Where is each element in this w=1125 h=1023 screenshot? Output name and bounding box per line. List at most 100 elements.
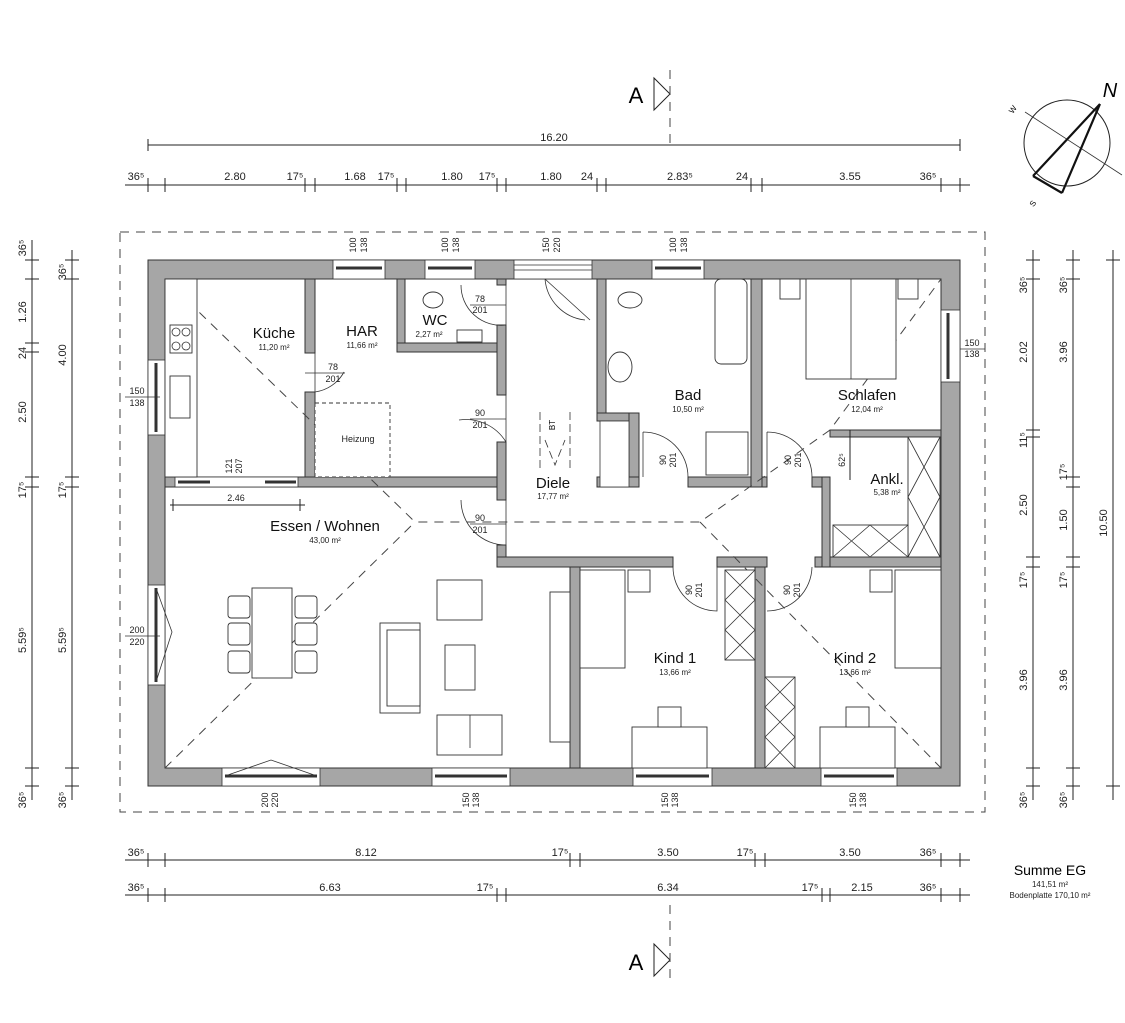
door-wc [460, 284, 507, 326]
svg-text:24: 24 [736, 171, 748, 183]
svg-text:100: 100 [348, 237, 358, 252]
svg-text:17⁵: 17⁵ [552, 847, 569, 859]
svg-text:1.50: 1.50 [1058, 509, 1070, 530]
bad-sink [607, 351, 633, 383]
door-har [314, 353, 345, 393]
svg-text:138: 138 [359, 237, 369, 252]
svg-text:Ankl.: Ankl. [870, 471, 903, 488]
svg-text:5,38 m²: 5,38 m² [873, 488, 900, 497]
svg-text:2.83⁵: 2.83⁵ [667, 171, 693, 183]
dining-table [251, 587, 293, 679]
doors [314, 278, 813, 612]
svg-text:200: 200 [260, 792, 270, 807]
svg-text:36⁵: 36⁵ [128, 882, 145, 894]
svg-text:201: 201 [793, 452, 803, 467]
svg-text:11⁵: 11⁵ [1018, 432, 1030, 448]
stove-icon [169, 324, 193, 354]
toilet-wc [422, 291, 444, 309]
svg-text:201: 201 [472, 305, 487, 315]
svg-text:138: 138 [471, 792, 481, 807]
svg-text:2.50: 2.50 [1018, 494, 1030, 515]
svg-text:121: 121 [224, 458, 234, 473]
section-marker-bottom: A [629, 905, 671, 985]
ankl-opening-dim: 62⁵ [837, 453, 847, 467]
door-schlafen [766, 431, 813, 478]
svg-text:138: 138 [129, 398, 144, 408]
svg-text:36⁵: 36⁵ [920, 847, 937, 859]
compass-west-label: W [1007, 104, 1019, 116]
svg-text:138: 138 [964, 349, 979, 359]
svg-text:2.50: 2.50 [17, 401, 29, 422]
svg-text:201: 201 [792, 582, 802, 597]
svg-text:5.59⁵: 5.59⁵ [57, 627, 69, 653]
svg-text:150: 150 [541, 237, 551, 252]
section-marker-top: A [629, 70, 671, 145]
desk-kind2 [819, 726, 896, 769]
svg-text:3.50: 3.50 [657, 847, 678, 859]
section-label: A [629, 83, 644, 108]
svg-text:17⁵: 17⁵ [1058, 464, 1070, 481]
svg-text:36⁵: 36⁵ [1018, 792, 1030, 809]
heating-label: Heizung [341, 434, 374, 444]
svg-text:17⁵: 17⁵ [17, 482, 29, 499]
svg-text:100: 100 [668, 237, 678, 252]
dimension-bottom-1: 36⁵ 8.12 17⁵ 3.50 17⁵ 3.50 36⁵ [125, 847, 970, 867]
section-label: A [629, 950, 644, 975]
svg-text:78: 78 [475, 294, 485, 304]
svg-text:36⁵: 36⁵ [128, 171, 145, 183]
wardrobe-ankl [907, 436, 941, 558]
svg-text:17⁵: 17⁵ [57, 482, 69, 499]
svg-text:201: 201 [325, 374, 340, 384]
svg-text:2,27 m²: 2,27 m² [415, 330, 442, 339]
svg-text:6.63: 6.63 [319, 882, 340, 894]
windows [147, 259, 961, 787]
svg-text:Essen / Wohnen: Essen / Wohnen [270, 518, 380, 535]
door-kind2 [766, 566, 813, 612]
wc-sink [456, 329, 483, 343]
svg-text:17,77 m²: 17,77 m² [537, 492, 569, 501]
door-essen [460, 499, 507, 546]
svg-text:201: 201 [668, 452, 678, 467]
dimension-left-2: 36⁵ 4.00 17⁵ 5.59⁵ 36⁵ [57, 250, 79, 808]
svg-text:3.96: 3.96 [1058, 669, 1070, 690]
shower [705, 431, 749, 476]
svg-text:90: 90 [475, 513, 485, 523]
svg-text:Diele: Diele [536, 475, 570, 492]
svg-text:12,04 m²: 12,04 m² [851, 405, 883, 414]
svg-text:138: 138 [679, 237, 689, 252]
svg-text:Bad: Bad [675, 387, 702, 404]
svg-text:36⁵: 36⁵ [57, 792, 69, 809]
summary-title: Summe EG [1014, 862, 1086, 878]
summary-slab: Bodenplatte 170,10 m² [1010, 891, 1091, 900]
svg-text:2.80: 2.80 [224, 171, 245, 183]
area-summary: Summe EG 141,51 m² Bodenplatte 170,10 m² [1010, 862, 1091, 900]
compass-south-label: S [1028, 199, 1038, 209]
dimension-top: 16.20 36⁵ 2.80 17⁵ 1.68 17⁵ 1.80 17⁵ 1.8… [125, 132, 970, 192]
stair-arrow-icon [539, 412, 571, 470]
svg-text:90: 90 [475, 408, 485, 418]
svg-text:43,00 m²: 43,00 m² [309, 536, 341, 545]
loveseat [436, 714, 503, 756]
room-ankl: Ankl.5,38 m² [870, 471, 903, 497]
svg-text:17⁵: 17⁵ [477, 882, 494, 894]
svg-text:150: 150 [964, 338, 979, 348]
svg-text:36⁵: 36⁵ [1058, 277, 1070, 294]
svg-text:36⁵: 36⁵ [128, 847, 145, 859]
dimension-left-1: 36⁵ 1.26 24 2.50 17⁵ 5.59⁵ 36⁵ [17, 240, 39, 808]
svg-text:200: 200 [129, 625, 144, 635]
svg-text:1.68: 1.68 [344, 171, 365, 183]
svg-text:17⁵: 17⁵ [1018, 572, 1030, 589]
svg-text:8.12: 8.12 [355, 847, 376, 859]
stair-label: BT [548, 420, 557, 430]
svg-text:2.15: 2.15 [851, 882, 872, 894]
svg-text:13,66 m²: 13,66 m² [659, 668, 691, 677]
furniture: BT [164, 278, 942, 769]
svg-text:220: 220 [552, 237, 562, 252]
svg-text:220: 220 [270, 792, 280, 807]
